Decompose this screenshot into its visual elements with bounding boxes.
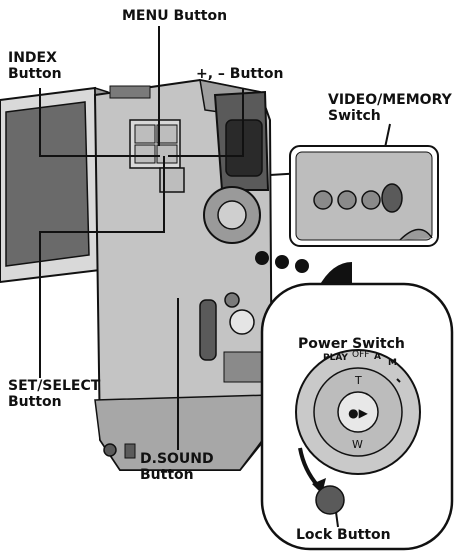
video-memory-switch-knob xyxy=(382,184,402,212)
dial-mark-manual: M xyxy=(388,358,397,368)
lock-button-label: Lock Button xyxy=(296,527,391,543)
lock-button-knob xyxy=(316,486,344,514)
index-button-label: INDEX Button xyxy=(8,50,62,82)
dial-mark-auto: A xyxy=(374,352,381,362)
power-switch-inset: ●▶ PLAY OFF A M T W xyxy=(262,284,452,549)
video-memory-inset xyxy=(290,146,438,246)
d-sound-button-label: D.SOUND Button xyxy=(140,451,214,483)
dial-mark-play: PLAY xyxy=(323,353,348,363)
svg-text:●▶: ●▶ xyxy=(348,406,368,420)
menu-button-label: MENU Button xyxy=(122,8,227,24)
plus-minus-button-label: +, – Button xyxy=(196,66,283,82)
power-switch-label: Power Switch xyxy=(298,336,405,352)
set-select-button-label: SET/SELECT Button xyxy=(8,378,100,410)
video-memory-switch-label: VIDEO/MEMORY Switch xyxy=(328,92,452,124)
camcorder-body xyxy=(95,80,272,470)
dial-mark-bottom: W xyxy=(352,438,363,451)
dial-mark-top: T xyxy=(354,374,362,387)
